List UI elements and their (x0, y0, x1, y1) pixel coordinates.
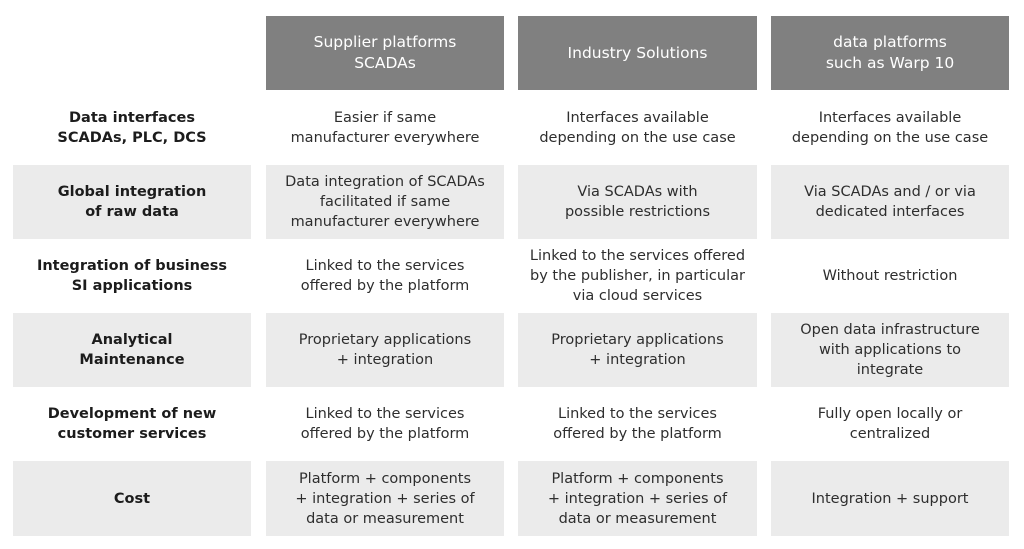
row-label-new-customer-services: Development of new customer services (47, 406, 217, 442)
table-cell: Proprietary applications + integration (518, 313, 757, 387)
table-cell: Platform + components + integration + se… (266, 461, 504, 536)
table-cell: Data integration of SCADAs facilitated i… (266, 165, 504, 239)
row-label-data-interfaces: Data interfaces SCADAs, PLC, DCS (57, 110, 207, 146)
table-cell: Via SCADAs and / or via dedicated interf… (771, 165, 1009, 239)
row-label-global-integration: Global integration of raw data (13, 165, 251, 239)
table-cell: Interfaces available depending on the us… (791, 110, 989, 146)
column-header-data-platforms: data platforms such as Warp 10 (771, 16, 1009, 90)
column-header-supplier-platforms: Supplier platforms SCADAs (266, 16, 504, 90)
table-cell: Platform + components + integration + se… (518, 461, 757, 536)
row-label-analytical-maintenance: Analytical Maintenance (13, 313, 251, 387)
table-cell: Linked to the services offered by the pl… (300, 406, 470, 442)
table-cell: Linked to the services offered by the pl… (553, 406, 722, 442)
table-cell: Open data infrastructure with applicatio… (771, 313, 1009, 387)
table-cell: Via SCADAs with possible restrictions (518, 165, 757, 239)
column-header-industry-solutions: Industry Solutions (518, 16, 757, 90)
table-cell: Integration + support (771, 461, 1009, 536)
table-cell: Without restriction (822, 268, 958, 284)
row-label-business-si-integration: Integration of business SI applications (36, 258, 228, 294)
table-cell: Interfaces available depending on the us… (539, 110, 736, 146)
row-label-cost: Cost (13, 461, 251, 536)
table-cell: Proprietary applications + integration (266, 313, 504, 387)
table-cell: Easier if same manufacturer everywhere (290, 110, 480, 146)
table-cell: Fully open locally or centralized (817, 406, 963, 442)
table-cell: Linked to the services offered by the pu… (529, 248, 746, 304)
table-cell: Linked to the services offered by the pl… (300, 258, 470, 294)
